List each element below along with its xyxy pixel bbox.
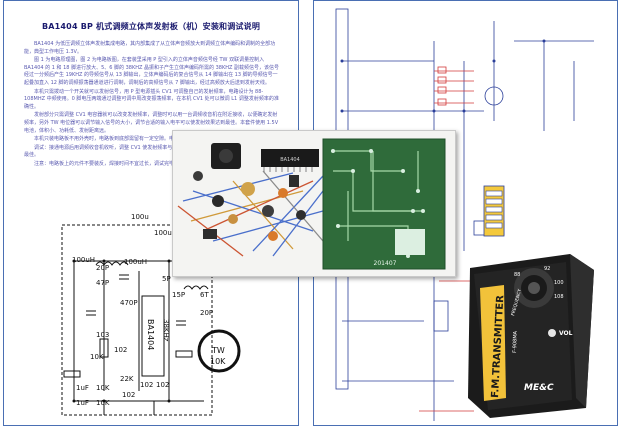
label-6t: 6T	[200, 291, 209, 299]
label-38khz: 38KHz	[162, 319, 170, 342]
label-102: 102	[114, 346, 128, 354]
label-103: 103	[96, 331, 110, 339]
document-paragraph: 图 1 为电路原理图，图 2 为电路板图，在套装里采用 P 型引入的立体声音频信…	[24, 57, 280, 86]
label-47p: 47P	[96, 279, 110, 287]
vol-label: VOL	[559, 330, 573, 337]
fm-transmitter-brand: F.M.TRANSMITTER	[490, 295, 506, 399]
label-ic-ba1404: BA1404	[146, 319, 155, 351]
document-body: BA1404 为低压调频立体声发射集成电路，其内部集成了从立体声音频放大到调频立…	[24, 41, 280, 170]
fm-transmitter-illustration: VOL 88 92 100 108 FREQUENCY F-908MA F.M.…	[468, 254, 594, 418]
maker-logo: ME&C	[524, 383, 554, 393]
label-22k: 22K	[120, 375, 134, 383]
schematic-diagram-left	[61, 224, 241, 416]
pcb-kit-photo: BA1404	[172, 130, 456, 277]
document-paragraph: 调试：接通电源后用调频收音机收听，调整 CV1 使发射频率与收音机接收频率一致，…	[24, 144, 279, 159]
label-20p-2: 20P	[200, 309, 214, 317]
label-100uH: 100uH	[72, 256, 96, 264]
pcb-photo-ic-label: BA1404	[280, 157, 300, 163]
label-20p: 20P	[96, 264, 110, 272]
label-102-2: 102	[122, 391, 136, 399]
label-470p: 470P	[120, 299, 138, 307]
pcb-kit-illustration: BA1404	[177, 138, 446, 270]
dial-number-100: 100	[554, 280, 564, 286]
dial-number-108: 108	[554, 294, 564, 300]
label-100uH-top: 100u	[131, 213, 149, 221]
model-label: F-908MA	[512, 330, 519, 353]
label-1uf: 1uF	[76, 384, 89, 392]
dial-number-92: 92	[544, 266, 550, 272]
label-102-4: 102	[156, 381, 170, 389]
label-100uH-2: 100uH	[124, 258, 148, 266]
label-tw: TW	[212, 346, 225, 355]
pcb-layout-drawing	[335, 8, 594, 421]
document-paragraph: 发射部分只需调整 CV1 电容器就可以改变发射频率，调整时可以用一台调频收音机在…	[24, 112, 279, 134]
label-1uf-2: 1uF	[76, 399, 89, 407]
document-paragraph: 注意：电路板上的元件不要装反，焊接时间不宜过长，调试完毕后可用蜡封固可调电容。	[34, 160, 230, 167]
document-paragraph: BA1404 为低压调频立体声发射集成电路，其内部集成了从立体声音频放大到调频立…	[24, 41, 276, 55]
label-10k: 10K	[90, 353, 104, 361]
label-15p: 15P	[172, 291, 186, 299]
fm-transmitter-product: VOL 88 92 100 108 FREQUENCY F-908MA F.M.…	[462, 248, 602, 420]
label-10k-3: 10K	[96, 399, 110, 407]
document-paragraph: 本机只装电路板不用外壳时，电路板到底部需留有一定空隙。电源部分用干电池，电池要安…	[34, 136, 255, 143]
label-102-3: 102	[140, 381, 154, 389]
pcb-board-id: 201407	[374, 260, 397, 267]
document-paragraph: 本机只需拨动一个开关就可以发射信号，用 P 型电源插头 CV1 可调整自己的发射…	[24, 88, 279, 110]
document-title: BA1404 BP 机式调频立体声发射板（机）安装和调试说明	[41, 22, 261, 31]
label-tw-value: 10K	[210, 357, 226, 366]
label-100uH-right: 100u	[154, 229, 172, 237]
label-5p: 5P	[162, 275, 171, 283]
dial-number-88: 88	[514, 272, 520, 278]
label-10k-2: 10K	[96, 384, 110, 392]
